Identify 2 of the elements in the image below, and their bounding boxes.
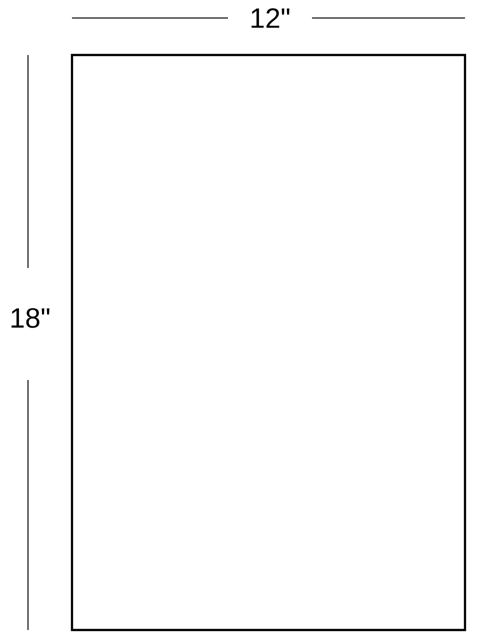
sheet-rectangle (70, 54, 466, 632)
dimension-label: 12" (252, 8, 290, 28)
